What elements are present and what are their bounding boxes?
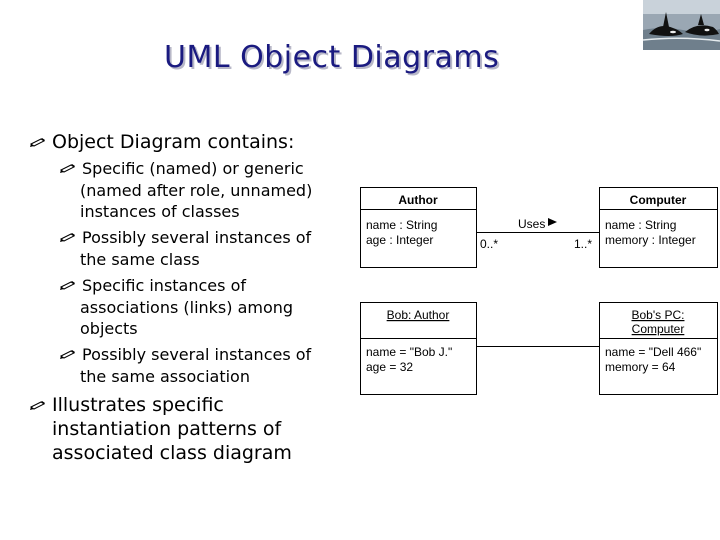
sub-bullet-associations: Specific instances of bbox=[60, 275, 246, 297]
bullet-text: instances of classes bbox=[80, 202, 240, 221]
bullet-text: instantiation patterns of bbox=[52, 418, 282, 440]
sub-bullet-several-associations: Possibly several instances of bbox=[60, 344, 311, 366]
bullet-text: objects bbox=[80, 319, 138, 338]
pc-attr: name = "Dell 466" bbox=[605, 345, 701, 359]
bob-object-box bbox=[360, 302, 477, 395]
pen-icon bbox=[60, 233, 75, 242]
bullet-text: associated class diagram bbox=[52, 442, 292, 464]
pc-attr: memory = 64 bbox=[605, 360, 676, 374]
bullet-text: the same association bbox=[80, 367, 250, 386]
bullet-text: Possibly several instances of bbox=[82, 228, 312, 247]
bullet-illustrates: Illustrates specific bbox=[30, 393, 224, 417]
multiplicity-right: 1..* bbox=[574, 237, 592, 251]
sub-bullet-instances: Specific (named) or generic bbox=[60, 158, 304, 180]
bob-attr: age = 32 bbox=[366, 360, 413, 374]
computer-attr: name : String bbox=[605, 218, 676, 232]
pen-icon bbox=[60, 350, 75, 359]
association-label: Uses bbox=[518, 217, 545, 231]
bob-attr: name = "Bob J." bbox=[366, 345, 452, 359]
pen-icon bbox=[60, 281, 75, 290]
bob-object-name: Bob: Author bbox=[387, 308, 450, 322]
bullet-text: Possibly several instances of bbox=[82, 345, 312, 364]
bullet-text: associations (links) among bbox=[80, 298, 294, 317]
computer-class-box bbox=[599, 187, 718, 268]
bullet-text: Illustrates specific bbox=[52, 394, 224, 416]
bullet-text: Object Diagram contains: bbox=[52, 131, 295, 153]
bullet-text: the same class bbox=[80, 250, 200, 269]
computer-class-name: Computer bbox=[630, 193, 687, 207]
page-title: UML Object Diagrams bbox=[164, 40, 500, 75]
bullet-text: Specific (named) or generic bbox=[82, 159, 304, 178]
sub-bullet-several-instances: Possibly several instances of bbox=[60, 227, 311, 249]
pen-icon bbox=[60, 164, 75, 173]
author-attr: name : String bbox=[366, 218, 437, 232]
multiplicity-left: 0..* bbox=[480, 237, 498, 251]
author-attr: age : Integer bbox=[366, 233, 433, 247]
computer-attr: memory : Integer bbox=[605, 233, 696, 247]
author-class-box bbox=[360, 187, 477, 268]
bullet-text: (named after role, unnamed) bbox=[80, 181, 313, 200]
pc-object-name: Computer bbox=[632, 322, 685, 336]
pen-icon bbox=[30, 138, 45, 147]
pc-object-box bbox=[599, 302, 718, 395]
bullet-object-diagram: Object Diagram contains: bbox=[30, 130, 294, 154]
bullet-text: Specific instances of bbox=[82, 276, 246, 295]
orca-photo bbox=[643, 0, 720, 50]
pen-icon bbox=[30, 401, 45, 410]
pc-object-name: Bob's PC: bbox=[632, 308, 685, 322]
author-class-name: Author bbox=[398, 193, 438, 207]
direction-arrow-icon bbox=[548, 218, 557, 226]
